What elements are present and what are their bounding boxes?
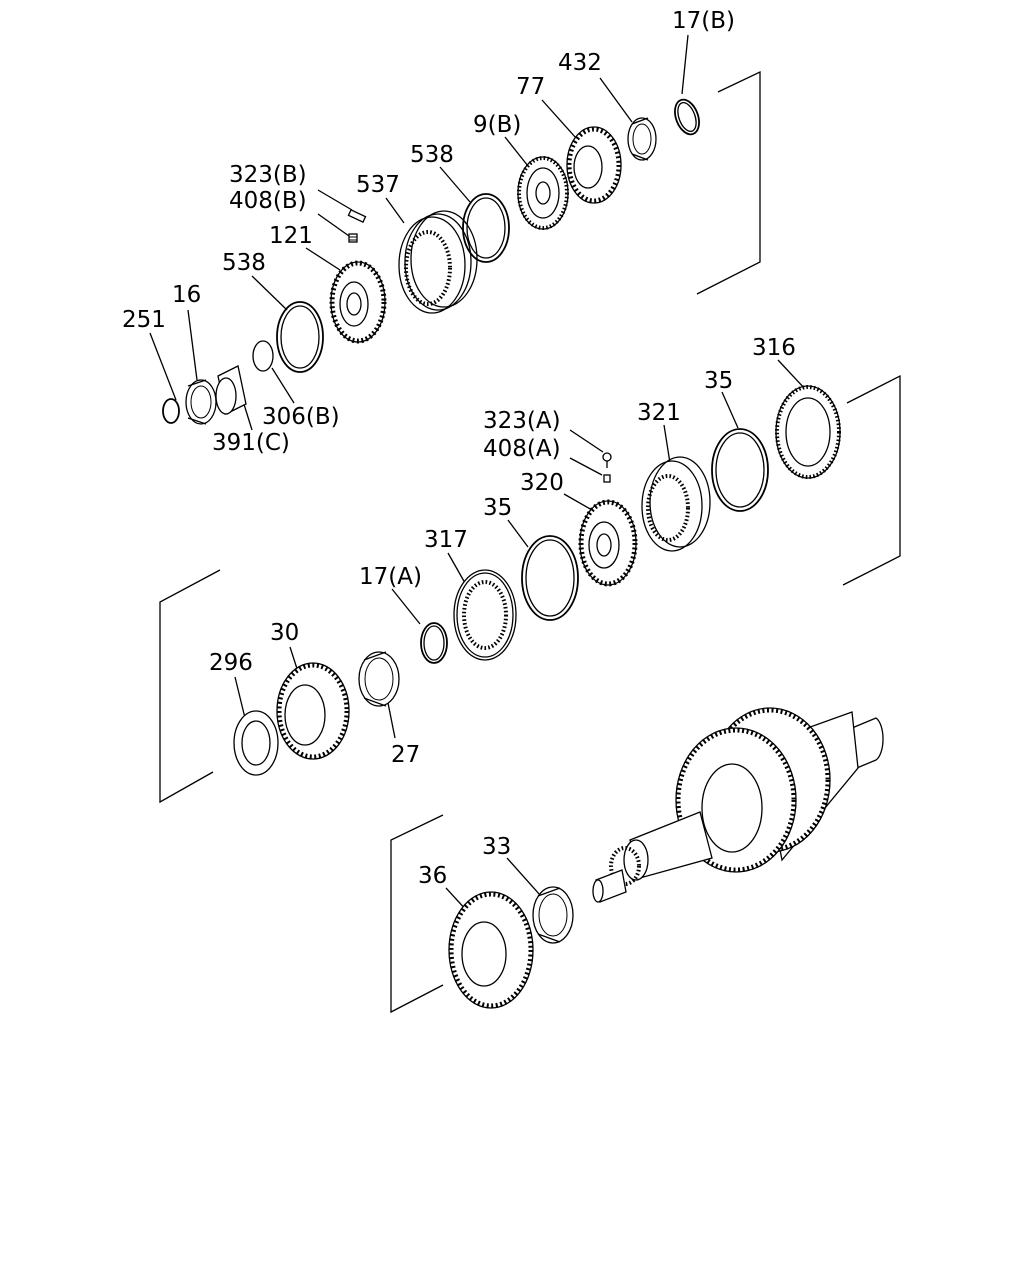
leader-323a	[569, 429, 604, 453]
label-391c: 391(C)	[212, 430, 290, 456]
label-320: 320	[520, 470, 564, 496]
bracket-lower-group	[159, 569, 221, 804]
synchro-ring-35-upper	[711, 428, 769, 512]
label-17a: 17(A)	[359, 564, 422, 590]
leader-432	[599, 77, 633, 123]
label-323b: 323(B)	[229, 162, 307, 188]
leader-33	[506, 857, 541, 896]
leader-321	[663, 424, 671, 464]
snap-ring-306b	[252, 340, 274, 372]
needle-bearing-432	[627, 117, 657, 161]
leader-35a	[721, 391, 739, 429]
snap-ring-17a	[420, 622, 448, 664]
leader-16	[187, 309, 198, 381]
label-35-upper: 35	[704, 368, 733, 394]
synchro-ring-35-lower	[521, 535, 579, 621]
synchro-ring-317	[453, 569, 517, 661]
label-408a: 408(A)	[483, 436, 561, 462]
gear-36	[448, 891, 534, 1009]
needle-bearing-33	[532, 886, 574, 944]
label-317: 317	[424, 527, 468, 553]
needle-bearing-16	[185, 379, 217, 425]
label-538-upper: 538	[410, 142, 454, 168]
hub-320	[578, 499, 638, 587]
sleeve-321	[641, 456, 711, 552]
snap-ring-251	[162, 398, 180, 424]
leader-77	[541, 99, 577, 139]
snap-ring-17b	[674, 98, 700, 136]
leader-408a	[569, 457, 603, 476]
label-16: 16	[172, 282, 201, 308]
leader-408b	[317, 213, 350, 237]
key-323b	[347, 209, 367, 223]
synchro-ring-538-lower	[276, 301, 324, 373]
leader-251	[149, 332, 177, 401]
label-27: 27	[391, 742, 420, 768]
label-30: 30	[270, 620, 299, 646]
needle-bearing-27	[358, 651, 400, 707]
bracket-middle-group	[842, 374, 901, 586]
bracket-top-group	[696, 70, 761, 295]
leader-538b	[251, 275, 288, 311]
sleeve-537	[398, 210, 478, 314]
leader-17a	[391, 588, 421, 625]
label-537: 537	[356, 172, 400, 198]
leader-538a	[439, 166, 471, 203]
gear-30	[276, 662, 350, 760]
leader-323b	[317, 189, 353, 211]
label-538-lower: 538	[222, 250, 266, 276]
synchro-ring-538-upper	[462, 193, 510, 263]
main-shaft	[592, 707, 884, 903]
part-labels: 17(B) 432 77 9(B) 538 537 323(B) 408(B) …	[122, 8, 796, 889]
label-17b: 17(B)	[672, 8, 735, 34]
key-323a	[602, 452, 612, 468]
thrust-washer-296	[233, 710, 279, 776]
bushing-391c	[215, 365, 247, 415]
label-36: 36	[418, 863, 447, 889]
leader-296	[234, 676, 246, 719]
leader-9b	[504, 136, 529, 167]
label-251: 251	[122, 307, 166, 333]
label-296: 296	[209, 650, 253, 676]
label-408b: 408(B)	[229, 188, 307, 214]
synchro-ring-316	[775, 385, 841, 479]
label-33: 33	[482, 834, 511, 860]
label-316: 316	[752, 335, 796, 361]
leader-320	[563, 493, 593, 511]
label-432: 432	[558, 50, 602, 76]
label-321: 321	[637, 400, 681, 426]
label-77: 77	[516, 74, 545, 100]
synchro-hub-9b	[517, 156, 569, 230]
leader-121	[305, 247, 341, 271]
spring-408a	[603, 474, 611, 483]
label-323a: 323(A)	[483, 408, 561, 434]
leader-317	[447, 552, 466, 584]
leader-306b	[271, 367, 295, 404]
leader-27	[386, 697, 396, 739]
hub-121	[329, 260, 387, 344]
label-121: 121	[269, 223, 313, 249]
leader-35b	[507, 519, 529, 548]
leader-lines	[149, 34, 807, 913]
bracket-bottom-group	[390, 814, 444, 1014]
leader-537	[385, 197, 405, 224]
leader-316	[777, 359, 807, 391]
label-306b: 306(B)	[262, 404, 340, 430]
leader-17b	[681, 34, 689, 95]
gear-77	[566, 126, 622, 204]
spring-408b	[348, 233, 358, 243]
group-brackets	[159, 70, 901, 1014]
label-9b: 9(B)	[473, 112, 521, 138]
label-35-lower: 35	[483, 495, 512, 521]
